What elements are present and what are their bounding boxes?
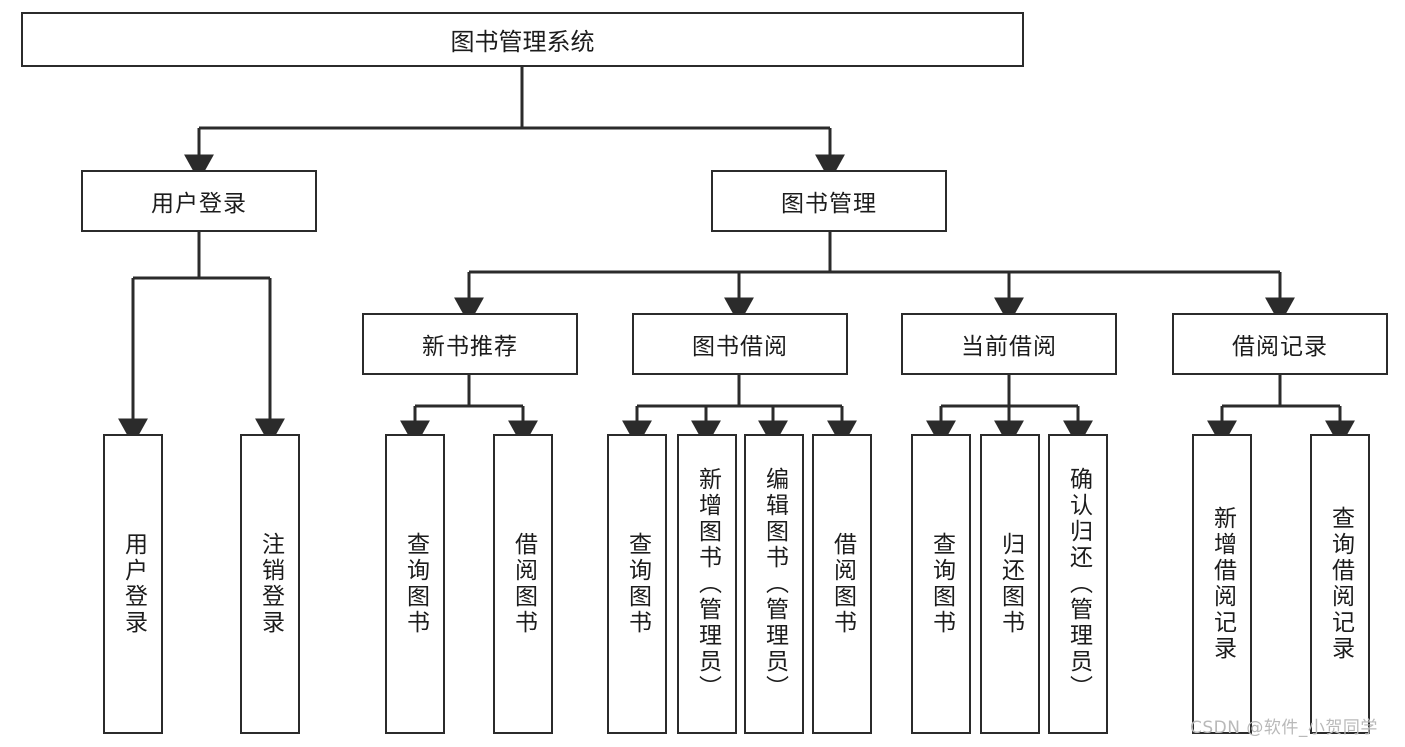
node-root-book-management-system[interactable]: 图书管理系统 (21, 12, 1024, 67)
node-label: 注销登录 (257, 532, 284, 636)
node-label: 查询借阅记录 (1327, 506, 1354, 662)
leaf-borrow-edit-book-admin[interactable]: 编辑图书（管理员） (744, 434, 804, 734)
node-label: 编辑图书（管理员） (761, 467, 788, 701)
node-current-borrow[interactable]: 当前借阅 (901, 313, 1117, 375)
node-new-book-recommend[interactable]: 新书推荐 (362, 313, 578, 375)
node-label: 查询图书 (624, 532, 651, 636)
node-label: 图书借阅 (692, 334, 788, 360)
leaf-user-login-logout[interactable]: 注销登录 (240, 434, 300, 734)
leaf-current-return-book[interactable]: 归还图书 (980, 434, 1040, 734)
node-label: 图书管理 (781, 191, 877, 217)
leaf-user-login-login[interactable]: 用户登录 (103, 434, 163, 734)
node-label: 查询图书 (402, 532, 429, 636)
node-label: 借阅图书 (829, 532, 856, 636)
node-label: 借阅图书 (510, 532, 537, 636)
node-label: 新书推荐 (422, 334, 518, 360)
node-book-borrow[interactable]: 图书借阅 (632, 313, 848, 375)
node-user-login[interactable]: 用户登录 (81, 170, 317, 232)
leaf-newbook-borrow-book[interactable]: 借阅图书 (493, 434, 553, 734)
node-label: 确认归还（管理员） (1065, 467, 1092, 701)
leaf-borrow-query-book[interactable]: 查询图书 (607, 434, 667, 734)
node-label: 借阅记录 (1232, 334, 1328, 360)
node-label: 新增借阅记录 (1209, 506, 1236, 662)
node-label: 当前借阅 (961, 334, 1057, 360)
leaf-borrow-borrow-book[interactable]: 借阅图书 (812, 434, 872, 734)
node-label: 用户登录 (151, 191, 247, 217)
node-label: 图书管理系统 (450, 28, 595, 56)
leaf-current-query-book[interactable]: 查询图书 (911, 434, 971, 734)
leaf-newbook-query-book[interactable]: 查询图书 (385, 434, 445, 734)
node-label: 新增图书（管理员） (694, 467, 721, 701)
node-borrow-record[interactable]: 借阅记录 (1172, 313, 1388, 375)
node-label: 用户登录 (120, 532, 147, 636)
leaf-borrow-add-book-admin[interactable]: 新增图书（管理员） (677, 434, 737, 734)
leaf-record-add-borrow-record[interactable]: 新增借阅记录 (1192, 434, 1252, 734)
node-book-management[interactable]: 图书管理 (711, 170, 947, 232)
leaf-record-query-borrow-record[interactable]: 查询借阅记录 (1310, 434, 1370, 734)
leaf-current-confirm-return-admin[interactable]: 确认归还（管理员） (1048, 434, 1108, 734)
node-label: 查询图书 (928, 532, 955, 636)
node-label: 归还图书 (997, 532, 1024, 636)
